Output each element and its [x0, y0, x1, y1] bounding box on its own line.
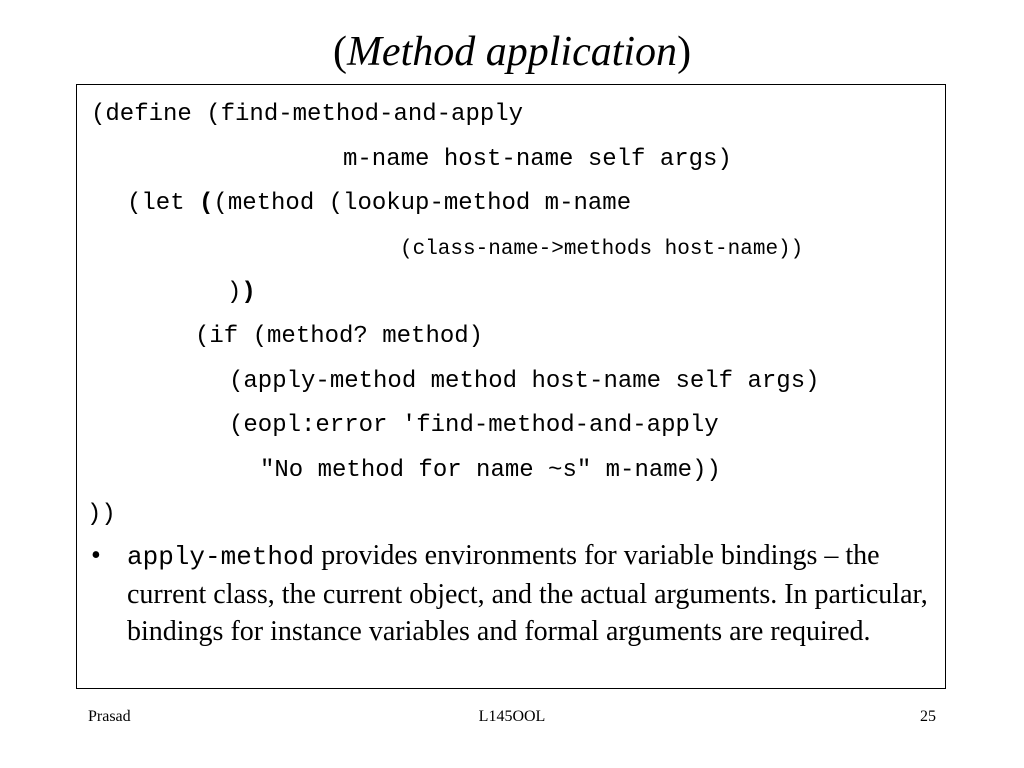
title-close-paren: ) — [677, 29, 692, 75]
bullet-text: apply-method provides environments for v… — [127, 537, 931, 650]
bullet-body: provides environments for variable bindi… — [127, 540, 928, 647]
bullet-dot: • — [91, 540, 101, 571]
code-line-10: )) — [87, 501, 116, 528]
code-method-binding: (method (lookup-method m-name — [213, 190, 632, 217]
content-box: (define (find-method-and-apply m-name ho… — [76, 84, 946, 689]
title-open-paren: ( — [332, 29, 347, 75]
code-line-8: (eopl:error 'find-method-and-apply — [229, 412, 719, 439]
footer-author: Prasad — [88, 708, 131, 725]
code-line-2: m-name host-name self args) — [343, 146, 732, 173]
code-bold-paren-open: ( — [199, 190, 214, 217]
bullet-code: apply-method — [127, 542, 315, 572]
footer-course: L145OOL — [478, 708, 546, 725]
code-paren-close: ) — [227, 279, 242, 306]
code-line-4: (class-name->methods host-name)) — [400, 238, 804, 261]
title-text: Method application — [346, 29, 678, 75]
code-line-5: )) — [227, 279, 256, 307]
footer-page-number: 25 — [920, 708, 936, 725]
code-let: (let — [127, 190, 200, 217]
code-line-3: (let ((method (lookup-method m-name — [127, 190, 631, 218]
code-line-9: "No method for name ~s" m-name)) — [260, 457, 721, 484]
bullet-item: • apply-method provides environments for… — [91, 537, 931, 650]
code-bold-paren-close: ) — [241, 279, 256, 306]
code-line-7: (apply-method method host-name self args… — [229, 368, 820, 395]
code-line-1: (define (find-method-and-apply — [91, 101, 524, 128]
slide-title: (Method application) — [0, 28, 1024, 76]
code-line-6: (if (method? method) — [195, 323, 484, 350]
